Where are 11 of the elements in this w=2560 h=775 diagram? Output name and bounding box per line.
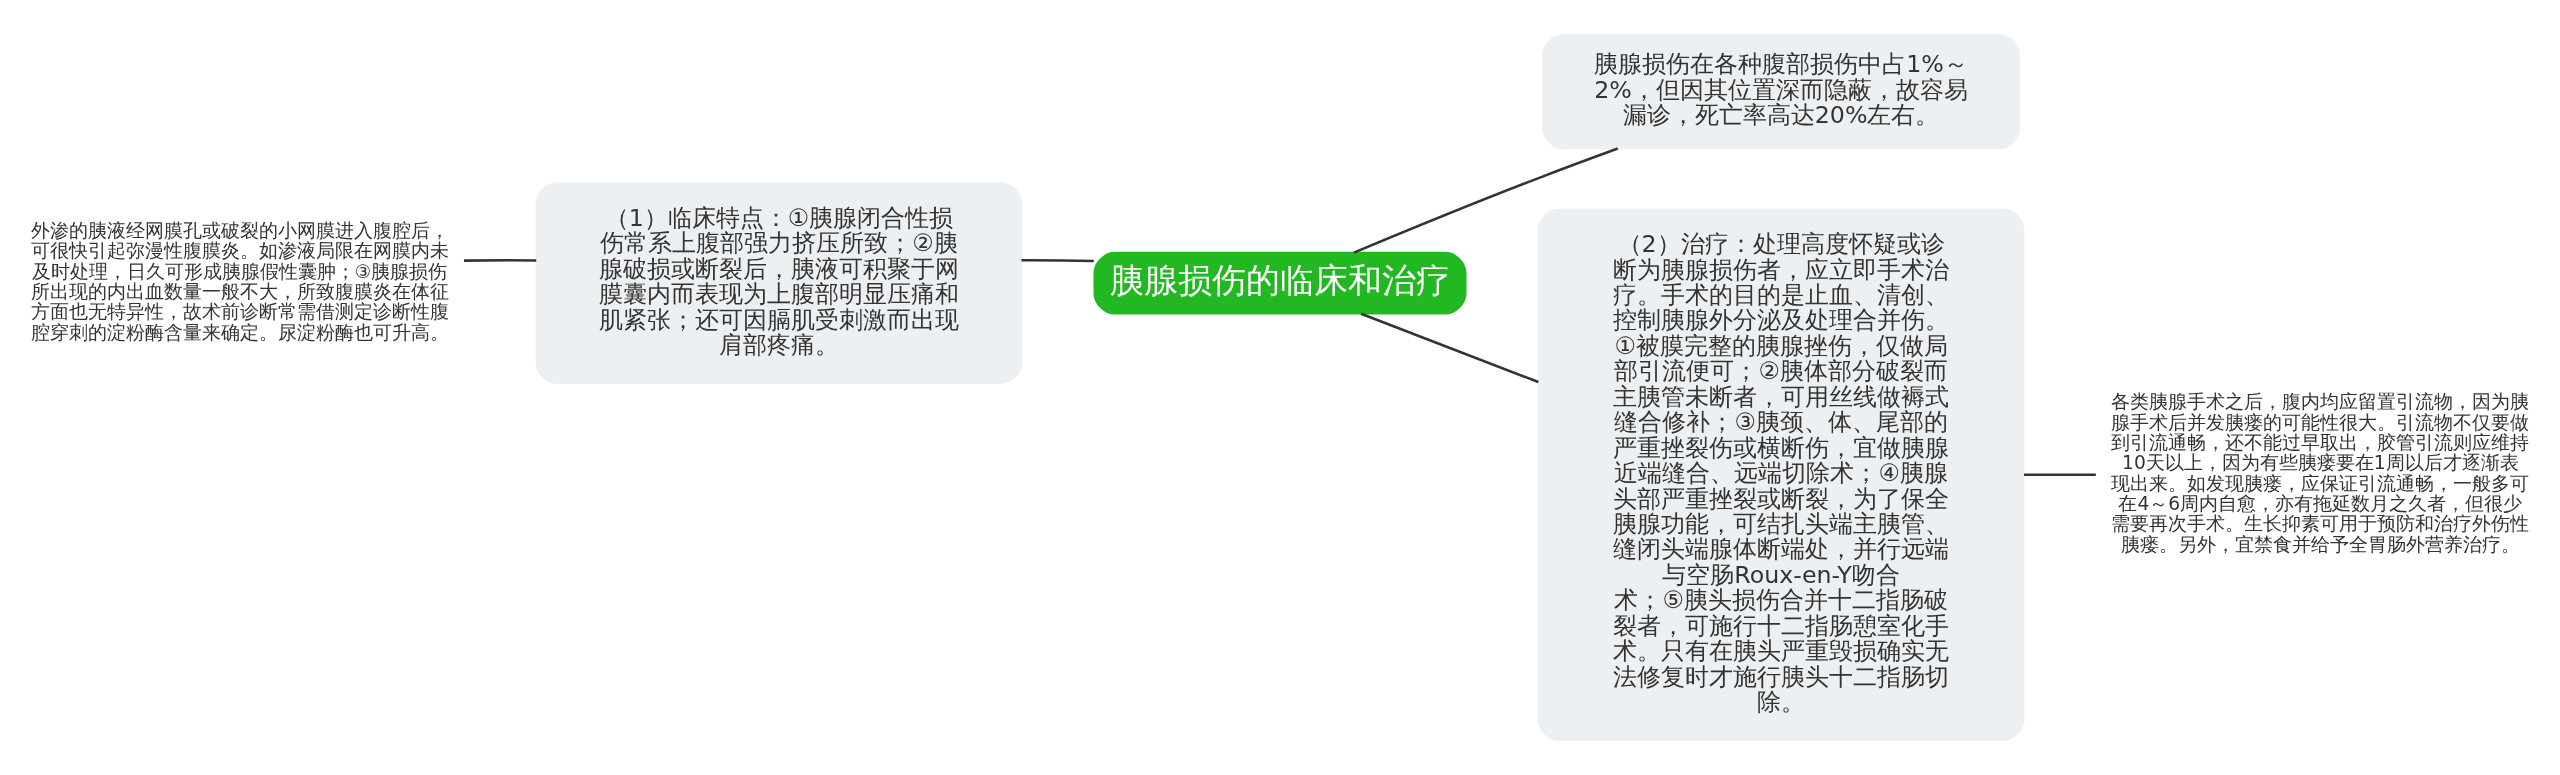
- node-text: 外渗的胰液经网膜孔或破裂的小网膜进入腹腔后，可很快引起弥漫性腹膜炎。如渗液局限在网膜内未及时处理，日久可形成胰腺假性囊肿；③胰腺损伤所出现的内出血数量一般不大，所致腹膜炎在体征方面也无特异性，故术前诊断常需借测定诊断性腹腔穿刺的淀粉酶含量来确定。尿淀粉酶也可升高。: [30, 220, 449, 343]
- connector: [1021, 259, 1094, 263]
- node-box: 胰腺损伤的临床和治疗: [1093, 251, 1467, 315]
- connector: [463, 259, 537, 262]
- node-text: 各类胰腺手术之后，腹内均应留置引流物，因为胰腺手术后并发胰瘘的可能性很大。引流物不仅要做到引流通畅，还不能过早取出，胶管引流则应维持10天以上，因为有些胰瘘要在1周以后才逐渐表现出来。如发现胰瘘，应保证引流通畅，一般多可在4～6周内自愈，亦有拖延数月之久者，但很少需要再次手术。生长抑素可用于预防和治疗外伤性胰瘘。另外，宜禁食并给予全胃肠外营养治疗。: [2111, 391, 2530, 555]
- connector: [1353, 147, 1619, 254]
- node-box: 胰腺损伤在各种腹部损伤中占1%～2%，但因其位置深而隐蔽，故容易漏诊，死亡率高达20%左右。: [1542, 33, 2021, 150]
- node-box: （2）治疗：处理高度怀疑或诊断为胰腺损伤者，应立即手术治疗。手术的目的是止血、清创、控制胰腺外分泌及处理合并伤。①被膜完整的胰腺挫伤，仅做局部引流便可；②胰体部分破裂而主胰管未断者，可用丝线做褥式缝合修补；③胰颈、体、尾部的严重挫裂伤或横断伤，宜做胰腺近端缝合、远端切除术；④胰腺头部严重挫裂或断裂，为了保全胰腺功能，可结扎头端主胰管、缝闭头端腺体断端处，并行远端与空肠Roux-en-Y吻合术；⑤胰头损伤合并十二指肠破裂者，可施行十二指肠憩室化手术。只有在胰头严重毁损确实无法修复时才施行胰头十二指肠切除。: [1537, 208, 2025, 742]
- connector: [1360, 312, 1539, 384]
- connector: [2024, 473, 2096, 477]
- node-box: （1）临床特点：①胰腺闭合性损伤常系上腹部强力挤压所致；②胰腺破损或断裂后，胰液可积聚于网膜囊内而表现为上腹部明显压痛和肌紧张；还可因膈肌受刺激而出现肩部疼痛。: [535, 182, 1023, 385]
